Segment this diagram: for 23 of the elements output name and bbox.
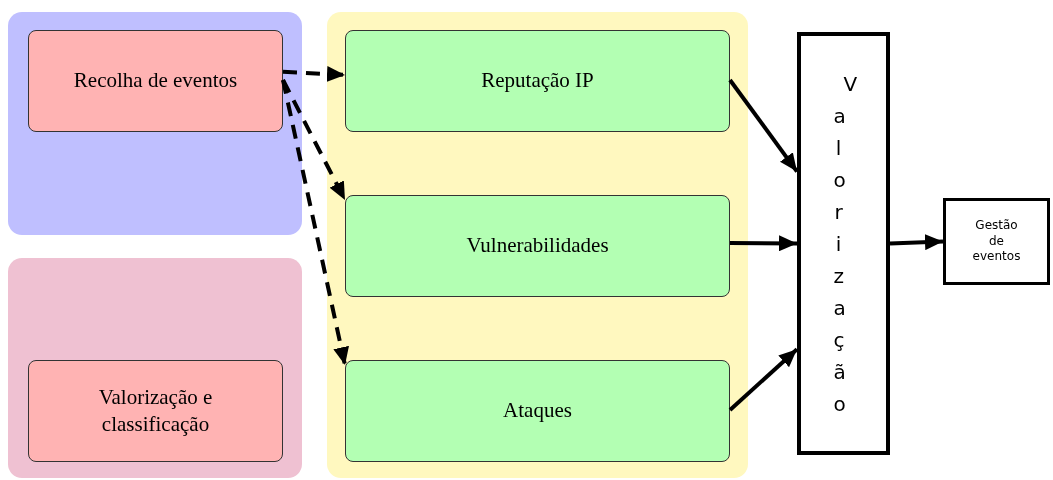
group-panel [8,12,302,235]
arrow [728,78,799,173]
process-box [28,30,283,132]
arrow [281,79,347,201]
box-label: Valorização e classificação [97,383,214,438]
process-box [28,360,283,462]
group-panel [327,12,748,478]
arrow [282,66,346,82]
output-box [943,198,1050,285]
box-label: Ataques [503,397,572,425]
process-box [345,360,730,462]
process-box [345,195,730,297]
box-label: Recolha de eventos [73,67,238,95]
box-label: Reputação IP [481,67,594,95]
arrow [728,347,799,412]
box-label: Vulnerabilidades [466,232,609,260]
arrow [281,79,349,366]
arrow [730,235,797,252]
box-label: Gestão de eventos [971,218,1022,265]
arrow [889,234,944,251]
group-panel [8,258,302,478]
process-box [345,30,730,132]
process-box [797,32,890,455]
